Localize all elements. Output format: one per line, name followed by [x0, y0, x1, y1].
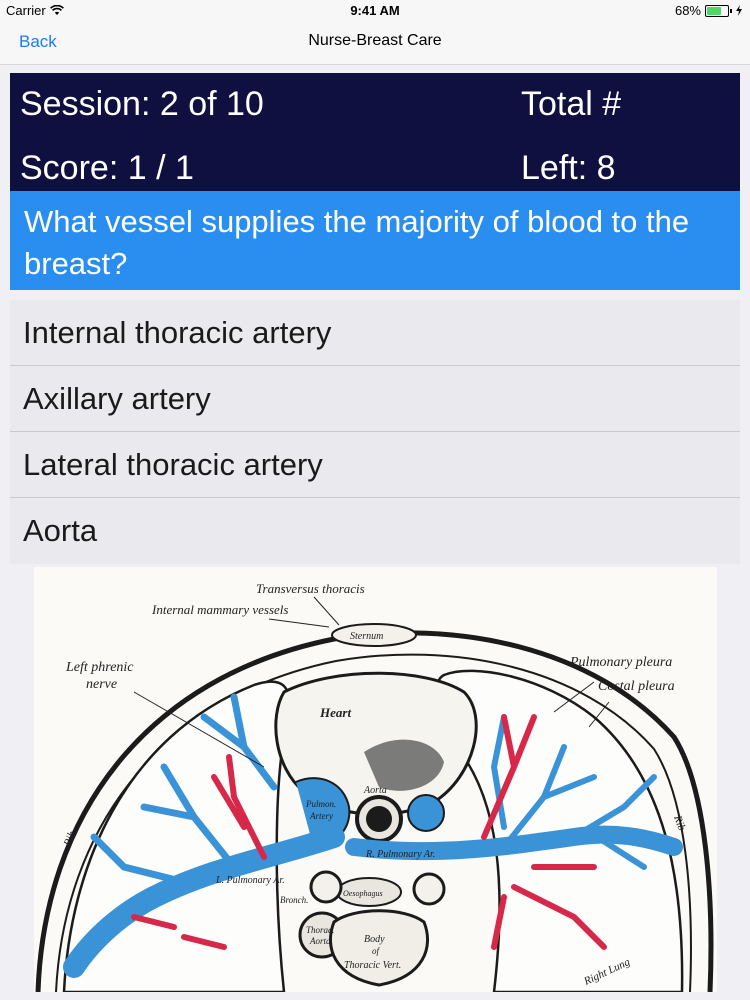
label-aorta: Aorta [363, 785, 387, 796]
left-vein-branches [90, 693, 278, 931]
carrier-indicator: Carrier [6, 3, 64, 18]
left-artery-branches [131, 754, 267, 950]
label-pulmonary-1: Pulmon. [305, 799, 336, 809]
battery-indicator: 68% [675, 3, 742, 18]
total-label: Total # [521, 85, 622, 123]
label-thorac-2: Aorta [309, 936, 331, 946]
label-oesophagus: Oesophagus [343, 889, 383, 898]
label-body-1: Body [364, 934, 385, 945]
answer-option-1[interactable]: Internal thoracic artery [10, 300, 740, 366]
aorta-lumen [366, 806, 392, 832]
label-thorac-1: Thorac. [306, 925, 334, 935]
wifi-icon [49, 5, 64, 15]
anatomy-illustration: Transversus thoracis Internal mammary ve… [34, 567, 717, 992]
label-r-pulmonary: R. Pulmonary Ar. [365, 849, 435, 860]
carrier-label: Carrier [6, 3, 46, 18]
answer-option-2[interactable]: Axillary artery [10, 366, 740, 432]
back-button[interactable]: Back [19, 32, 57, 51]
vertebral-body [329, 909, 429, 987]
label-costal-pleura: Costal pleura [598, 679, 675, 694]
answer-option-4[interactable]: Aorta [23, 513, 98, 548]
status-time: 9:41 AM [350, 3, 400, 18]
svc [407, 794, 445, 832]
navigation-bar: Back Nurse-Breast Care [0, 20, 750, 65]
label-rib-left: Rib [61, 829, 78, 849]
right-vein-branches [490, 714, 657, 870]
left-bronchus [309, 870, 343, 904]
battery-percent: 68% [674, 3, 701, 18]
sternum [331, 623, 417, 647]
question-text: What vessel supplies the majority of blo… [10, 191, 740, 290]
right-pulmonary-artery [345, 825, 683, 861]
nav-title: Nurse-Breast Care [308, 32, 442, 49]
label-body-3: Thoracic Vert. [344, 960, 401, 971]
label-rib-right: Rib [671, 813, 688, 833]
heart-shading [364, 739, 444, 791]
answer-list: Internal thoracic artery Axillary artery… [10, 300, 740, 564]
battery-fill [707, 6, 721, 15]
left-counter: Left: 8 [521, 149, 616, 187]
label-pulmonary-2: Artery [309, 811, 333, 821]
label-transversus: Transversus thoracis [256, 581, 365, 596]
label-l-pulmonary: L. Pulmonary Ar. [215, 875, 285, 886]
label-heart: Heart [319, 705, 351, 720]
battery-icon [705, 4, 729, 17]
session-counter: Session: 2 of 10 [20, 85, 264, 123]
session-header: Session: 2 of 10 Total # Score: 1 / 1 Le… [10, 73, 740, 191]
label-phrenic-1: Left phrenic [65, 660, 134, 675]
label-phrenic-2: nerve [86, 677, 117, 692]
thorax-cross-section: Transversus thoracis Internal mammary ve… [35, 581, 714, 992]
label-sternum: Sternum [350, 631, 383, 642]
right-bronchus [412, 872, 446, 906]
score-counter: Score: 1 / 1 [20, 149, 194, 187]
left-pulmonary-artery [63, 826, 345, 978]
right-artery-branches [481, 714, 607, 950]
label-pulmonary-pleura: Pulmonary pleura [569, 655, 672, 670]
label-bronchus: Bronch. [280, 895, 308, 905]
status-bar: Carrier 9:41 AM 68% [0, 0, 750, 20]
label-mammary: Internal mammary vessels [151, 602, 288, 617]
thoracic-wall-outer [35, 630, 714, 992]
label-body-2: of [372, 946, 381, 956]
leader-lines [133, 596, 610, 768]
answer-option-3[interactable]: Lateral thoracic artery [10, 432, 740, 498]
charging-bolt-icon [736, 5, 742, 16]
battery-cap [730, 8, 732, 13]
thoracic-wall-inner [55, 653, 692, 992]
